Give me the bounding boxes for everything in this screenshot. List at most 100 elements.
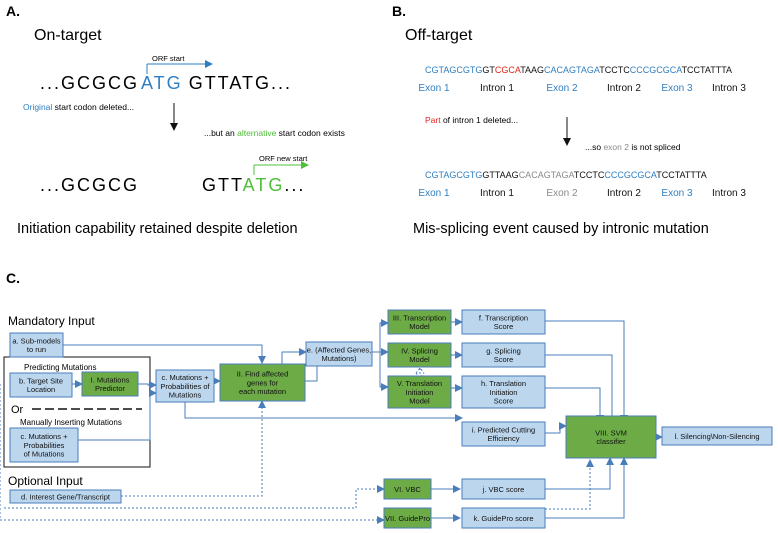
seq-prefix: ...GCGCG [40, 73, 139, 93]
translation-initiation-model-box-text: Initiation [406, 388, 434, 397]
sequence-segment: CGCA [495, 65, 521, 75]
mutations-predictor-box-shape [81, 371, 139, 397]
dotted-connectors [0, 367, 594, 524]
mutations-probabilities-box-text: Probabilities of [160, 382, 210, 391]
guidepro-score-box-text: k. GuidePro score [473, 514, 533, 523]
sequence-segment: CGTAGCGTG [425, 65, 482, 75]
transcription-model-box-text: Model [409, 322, 430, 331]
or-label: Or [11, 404, 24, 416]
interest-gene-box-shape [9, 489, 122, 504]
exon-label: Exon 1 [418, 83, 450, 94]
connector-c-i [184, 400, 463, 422]
target-site-box-shape [9, 372, 73, 398]
panel-a-letter: A. [6, 3, 20, 19]
sequence-segment: TCCTATTTA [682, 65, 733, 75]
desc-part-deleted: Part of intron 1 deleted... [425, 115, 518, 125]
sub-models-box-text: to run [27, 345, 46, 354]
connector-f-VIII [545, 320, 628, 423]
orf-new-start-label: ORF new start [259, 154, 308, 163]
connector-I-c [138, 381, 157, 389]
connector-II-e [281, 348, 307, 365]
vbc-box: VI. VBC [383, 478, 432, 500]
find-affected-genes-box-text: II. Find affected [237, 370, 289, 379]
connector-k-VIII [545, 457, 628, 519]
sequence-segment: CCCGCGCA [604, 170, 656, 180]
affected-genes-box-shape [305, 341, 373, 367]
connector-b-VII [0, 384, 385, 524]
mutations-predictor-box-text: Predictor [95, 384, 126, 393]
connector-g-VIII [545, 354, 616, 424]
panel-a-title: On-target [34, 27, 102, 44]
affected-genes-box: e. (Affected Genes,Mutations) [305, 341, 373, 367]
guidepro-box: VII. GuidePro [383, 507, 432, 529]
connector-opt-VIII [545, 459, 594, 510]
sequence-new-start: GTTATG... [202, 175, 305, 195]
sequence-segment: CCCGCGCA [630, 65, 682, 75]
optional-input-label: Optional Input [8, 474, 83, 488]
mutations-input-box-shape [9, 427, 79, 463]
cutting-efficiency-box-shape [461, 421, 546, 447]
exon-label: Intron 3 [712, 83, 746, 94]
svm-classifier-box-shape [565, 415, 657, 459]
mutations-input-box-text: of Mutations [24, 449, 65, 458]
desc-original: Original start codon deleted... [23, 102, 134, 112]
panel-a-caption: Initiation capability retained despite d… [17, 221, 298, 237]
sequence-segment: CGTAGCGTG [425, 170, 482, 180]
transcription-score-box-shape [461, 309, 546, 335]
target-site-box-text: b. Target Site [19, 377, 63, 386]
affected-genes-box-text: Mutations) [321, 354, 357, 363]
vbc-box-text: VI. VBC [394, 485, 421, 494]
sequence-segment: GT [482, 65, 495, 75]
sequence-segment: CACAGTAGA [544, 65, 600, 75]
panel-c: C. Mandatory Input Optional Input Predic… [0, 270, 773, 529]
vbc-score-box-text: j. VBC score [482, 485, 525, 494]
sequence-segment: TAAG [520, 65, 544, 75]
sub-models-box-shape [9, 332, 64, 358]
guidepro-box-shape [383, 507, 432, 529]
splicing-model-box-text: Model [409, 355, 430, 364]
silencing-output-box-text: l. Silencing\Non-Silencing [674, 432, 759, 441]
target-site-box-text: Location [27, 385, 55, 394]
splicing-score-box-text: g. Splicing [486, 347, 521, 356]
connector-e-III [372, 319, 389, 353]
find-affected-genes-box-text: genes for [247, 378, 279, 387]
exon-label: Exon 3 [661, 188, 693, 199]
translation-initiation-score-box-text: h. Translation [481, 379, 526, 388]
exon-label: Intron 3 [712, 188, 746, 199]
panel-b-caption: Mis-splicing event caused by intronic mu… [413, 221, 709, 237]
translation-initiation-score-box-text: Initiation [490, 388, 518, 397]
exon-label: Exon 2 [546, 188, 578, 199]
guidepro-score-box: k. GuidePro score [461, 507, 546, 529]
sequence-segment: CACAGTAGA [519, 170, 575, 180]
vbc-score-box: j. VBC score [461, 478, 546, 500]
interest-gene-box: d. Interest Gene/Transcript [9, 489, 122, 504]
sequence-segment: GT [482, 170, 495, 180]
mandatory-input-label: Mandatory Input [8, 314, 95, 328]
translation-initiation-model-box-text: Model [409, 396, 430, 405]
sub-models-box-text: a. Sub-models [12, 337, 61, 346]
splicing-model-box-text: IV. Splicing [401, 347, 438, 356]
exon-label: Exon 1 [418, 188, 450, 199]
splicing-score-box-text: Score [494, 355, 514, 364]
affected-genes-box-text: e. (Affected Genes, [307, 346, 371, 355]
connector-j-VIII [545, 457, 614, 490]
translation-initiation-score-box-shape [461, 375, 546, 409]
exon-sequence-deleted: CGTAGCGTGGTTAAGCACAGTAGATCCTCCCCGCGCATCC… [425, 170, 707, 180]
manually-inserting-label: Manually Inserting Mutations [20, 418, 122, 427]
mutations-probabilities-box-text: Mutations [169, 390, 202, 399]
transcription-model-box-text: III. Transcription [393, 314, 446, 323]
sequence-segment: TCCTC [599, 65, 630, 75]
connector-a-II [63, 344, 266, 364]
